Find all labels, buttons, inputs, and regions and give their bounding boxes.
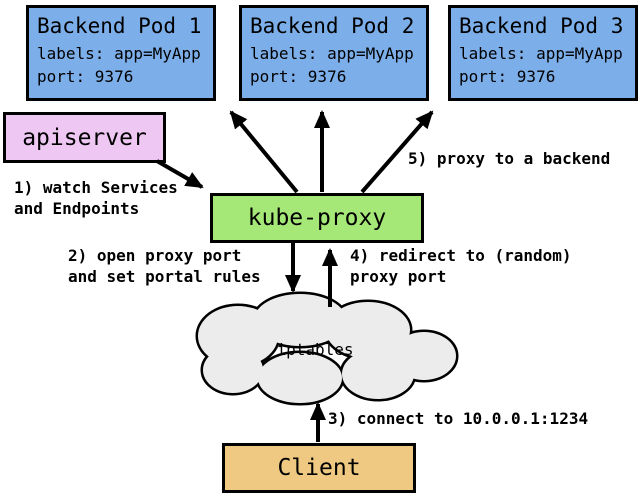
backend-pod-2-box: Backend Pod 2 labels: app=MyApp port: 93… [239, 5, 429, 101]
pod-port: port: 9376 [459, 67, 556, 86]
arrow-kubeproxy-to-pod1 [229, 110, 299, 194]
apiserver-box: apiserver [3, 112, 166, 163]
step-5-proxy-backend-label: 5) proxy to a backend [408, 149, 611, 168]
client-box: Client [222, 443, 416, 493]
pod-title: Backend Pod 2 [250, 14, 415, 38]
kube-proxy-box: kube-proxy [210, 193, 424, 243]
step-1-watch-services-label: 1) watch Services and Endpoints [14, 178, 178, 218]
backend-pod-1-box: Backend Pod 1 labels: app=MyApp port: 93… [26, 5, 216, 101]
pod-labels: labels: app=MyApp [37, 44, 201, 63]
pod-labels: labels: app=MyApp [250, 44, 414, 63]
apiserver-label: apiserver [22, 124, 147, 151]
pod-title: Backend Pod 3 [459, 14, 624, 38]
iptables-label: iptables [276, 340, 354, 359]
pod-title: Backend Pod 1 [37, 14, 202, 38]
pod-labels: labels: app=MyApp [459, 44, 623, 63]
client-label: Client [277, 455, 361, 481]
step-3-connect-label: 3) connect to 10.0.0.1:1234 [328, 409, 589, 428]
step-2-open-proxy-port-label: 2) open proxy port and set portal rules [68, 246, 261, 286]
kube-proxy-label: kube-proxy [247, 205, 387, 231]
backend-pod-3-box: Backend Pod 3 labels: app=MyApp port: 93… [448, 5, 638, 101]
step-4-redirect-label: 4) redirect to (random) proxy port [350, 246, 572, 286]
pod-port: port: 9376 [250, 67, 347, 86]
pod-port: port: 9376 [37, 67, 134, 86]
